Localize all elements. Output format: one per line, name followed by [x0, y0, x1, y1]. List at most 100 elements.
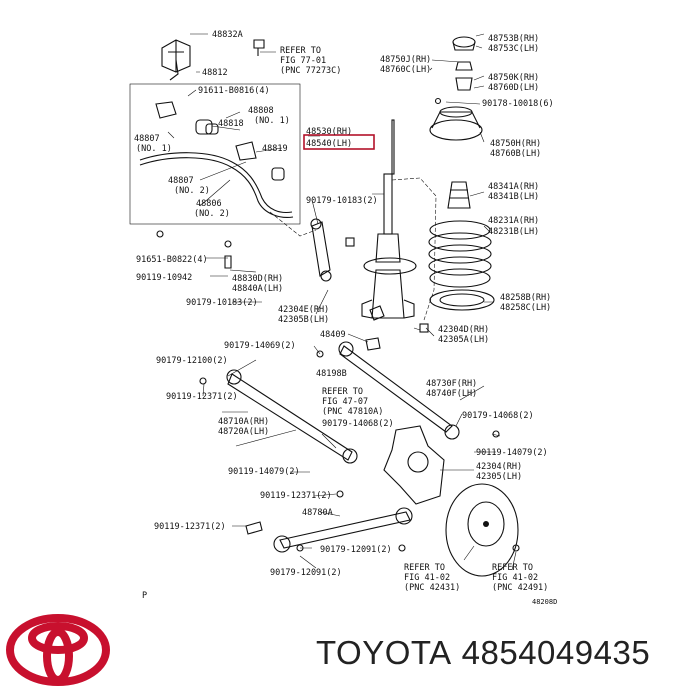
label-90179-14068-a: 90179-14068(2)	[322, 419, 394, 429]
brand-name: TOYOTA	[316, 634, 452, 671]
brake-rotor	[445, 483, 519, 577]
label-pnc-41-a: (PNC 42431)	[404, 583, 460, 593]
nut-42304d	[419, 323, 429, 333]
label-42304e: 42304E(RH)	[278, 305, 329, 315]
leader-lines	[167, 33, 517, 571]
label-fig-41-a: FIG 41-02	[404, 573, 450, 583]
label-48807-b: 48807	[168, 176, 194, 186]
label-pnc-47: (PNC 47810A)	[322, 407, 383, 417]
cap-48753b	[452, 36, 476, 48]
bracket-48812	[169, 59, 179, 81]
bolt-90119-14079-b	[492, 430, 500, 438]
label-90119-12371-b: 90119-12371(2)	[260, 491, 332, 501]
stabilizer-link	[311, 221, 331, 277]
label-90179-12091-b: 90179-12091(2)	[270, 568, 342, 578]
label-refer-47: REFER TO	[322, 387, 363, 397]
label-48760c: 48760C(LH)	[380, 65, 431, 75]
label-48753c: 48753C(LH)	[488, 44, 539, 54]
part-labels: 48832A REFER TO FIG 77-01 (PNC 77273C) 4…	[134, 30, 557, 606]
label-48807-no2: (NO. 2)	[174, 186, 210, 196]
label-fig-47: FIG 47-07	[322, 397, 368, 407]
bracket-48807-no2	[235, 141, 257, 161]
label-90179-14068-b: 90179-14068(2)	[462, 411, 534, 421]
knuckle-42304	[383, 425, 445, 505]
arm-bushing-left	[226, 369, 242, 385]
shock-bracket	[361, 299, 415, 319]
label-48832a: 48832A	[212, 30, 243, 40]
bolt-90119-10942	[224, 240, 232, 248]
bolt-90119-12371-b	[336, 490, 344, 498]
brake-hub	[467, 501, 505, 547]
nut-90179-10183-right	[345, 237, 355, 247]
arm-48730f	[339, 345, 453, 433]
label-48819: 48819	[262, 144, 288, 154]
nut-90179-14069	[316, 350, 324, 358]
label-42304d: 42304D(RH)	[438, 325, 489, 335]
lower-arm-48780a	[279, 511, 411, 549]
suspension-parts-diagram: 48832A REFER TO FIG 77-01 (PNC 77273C) 4…	[129, 30, 557, 606]
bracket-48807-no1	[155, 101, 177, 119]
label-48409: 48409	[320, 330, 346, 340]
bolt-91651	[156, 230, 164, 238]
label-48806-no2: (NO. 2)	[194, 209, 230, 219]
label-48231a: 48231A(RH)	[488, 216, 539, 226]
bolt-90119-12371-c	[245, 521, 263, 535]
lateral-arm-48710a	[227, 373, 353, 461]
strut-mount-ring	[439, 106, 473, 118]
label-90119-14079-a: 90119-14079(2)	[228, 467, 300, 477]
label-48198b: 48198B	[316, 369, 347, 379]
bushing-48808	[205, 123, 219, 135]
label-p: P	[142, 591, 147, 601]
label-48812: 48812	[202, 68, 228, 78]
stabilizer-bar-group	[129, 39, 355, 282]
nut-48750j	[455, 61, 473, 71]
label-48740f: 48740F(LH)	[426, 389, 477, 399]
stabilizer-bar	[139, 152, 293, 214]
label-48808-no1: (NO. 1)	[254, 116, 290, 126]
label-diagram-code: 48208D	[532, 598, 557, 606]
shock-rod	[383, 173, 393, 235]
label-48231b: 48231B(LH)	[488, 227, 539, 237]
shock-body-lower	[371, 269, 405, 319]
label-48818: 48818	[218, 119, 244, 129]
label-48341a: 48341A(RH)	[488, 182, 539, 192]
label-42305: 42305(LH)	[476, 472, 522, 482]
link-lower-joint	[320, 270, 332, 282]
label-90119-14079-b: 90119-14079(2)	[476, 448, 548, 458]
arm-48730f-bushing-right	[444, 424, 460, 440]
bracket-48832a	[161, 39, 191, 73]
clip-42304e	[369, 305, 385, 321]
label-48258c: 48258C(LH)	[500, 303, 551, 313]
label-48750k: 48750K(RH)	[488, 73, 539, 83]
label-90119-12371-c: 90119-12371(2)	[154, 522, 226, 532]
highlight-box-48540	[303, 134, 375, 150]
label-48760d: 48760D(LH)	[488, 83, 539, 93]
label-fig-41-b: FIG 41-02	[492, 573, 538, 583]
label-42304: 42304(RH)	[476, 462, 522, 472]
label-48840a: 48840A(LH)	[232, 284, 283, 294]
label-48530: 48530(RH)	[306, 127, 352, 137]
label-48720a: 48720A(LH)	[218, 427, 269, 437]
label-90119-12371-a: 90119-12371(2)	[166, 392, 238, 402]
label-91651: 91651-B0822(4)	[136, 255, 208, 265]
shock-spring-seat	[363, 257, 417, 275]
clip-part	[253, 39, 265, 56]
label-48780a: 48780A	[302, 508, 333, 518]
alignment-guide	[391, 177, 437, 321]
label-48341b: 48341B(LH)	[488, 192, 539, 202]
label-48760b: 48760B(LH)	[490, 149, 541, 159]
strut-mount-48750h	[429, 119, 483, 141]
hub-center	[483, 521, 489, 527]
bracket-48409	[365, 337, 381, 351]
label-90179-12100: 90179-12100(2)	[156, 356, 228, 366]
lower-arm-bushing-right	[395, 507, 413, 525]
stabilizer-bar-edge	[139, 157, 294, 218]
stabilizer-detail-box	[129, 83, 301, 225]
nut-90179-12091-b	[398, 544, 406, 552]
shock-lead-line	[391, 119, 395, 175]
cap-48753b-body	[452, 41, 476, 51]
label-48807-a: 48807	[134, 134, 160, 144]
coil-spring-48231a	[428, 220, 492, 288]
label-48807-no1: (NO. 1)	[136, 144, 172, 154]
label-fig-77: FIG 77-01	[280, 56, 326, 66]
